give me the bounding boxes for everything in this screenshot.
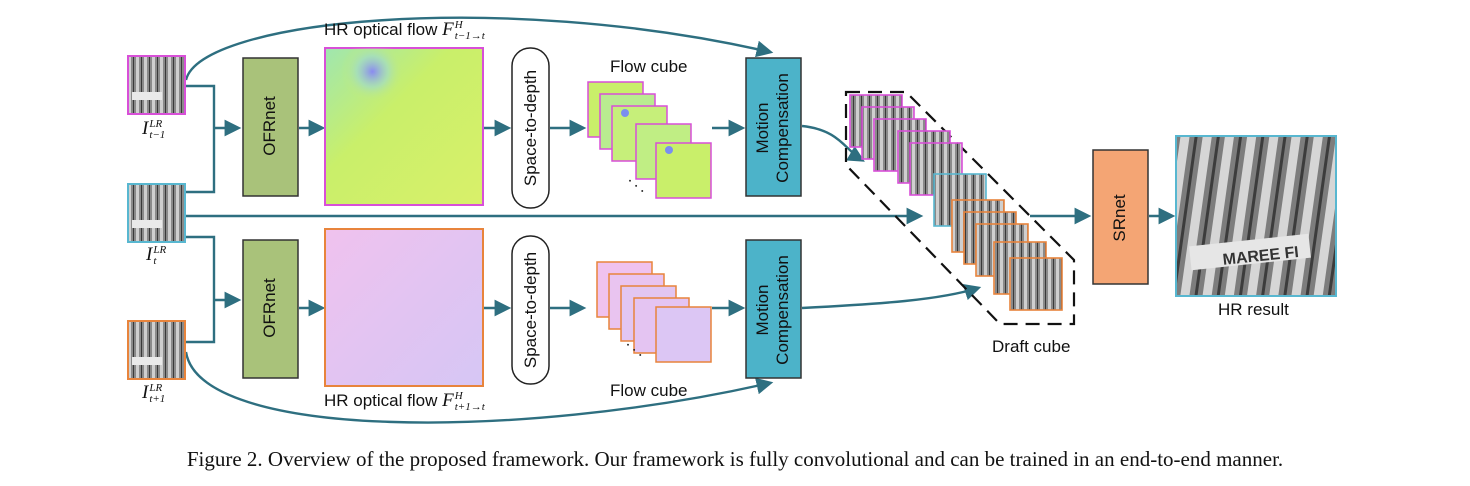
label-ofrnet-bottom: OFRnet — [260, 278, 279, 338]
motion-compensation-bottom — [745, 239, 802, 379]
hr-flow-image-top — [324, 47, 484, 206]
ofrnet-block-bottom — [242, 239, 299, 379]
label-srnet: SRnet — [1110, 194, 1129, 242]
label-hr-result: HR result — [1218, 300, 1289, 319]
label-draft-cube: Draft cube — [992, 337, 1071, 356]
space-to-depth-top — [511, 47, 550, 209]
skip-arrow-next — [184, 351, 774, 424]
label-flow-cube-bottom: Flow cube — [610, 381, 688, 400]
label-flow-cube-top: Flow cube — [610, 57, 688, 76]
input-frame-next — [127, 320, 186, 380]
figure-caption: Figure 2. Overview of the proposed frame… — [186, 447, 1284, 471]
label-space-to-depth-bottom: Space-to-depth — [521, 251, 540, 369]
ofrnet-block-top — [242, 57, 299, 197]
label-ofrnet-top: OFRnet — [260, 96, 279, 156]
input-frame-prev — [127, 55, 186, 115]
srnet-block — [1092, 149, 1149, 285]
flow-cube-bottom: . . . — [596, 261, 712, 363]
space-to-depth-bottom — [511, 235, 550, 385]
label-space-to-depth-top: Space-to-depth — [521, 69, 540, 187]
connector-top — [186, 84, 242, 344]
skip-arrow-prev — [184, 16, 774, 81]
hr-flow-image-bottom — [324, 228, 484, 387]
input-frame-cur — [127, 183, 186, 243]
draft-cube — [844, 90, 1076, 326]
motion-compensation-top — [745, 57, 802, 197]
flow-cube-top: . . . — [587, 81, 712, 199]
hr-result-image: MAREE FI — [1175, 135, 1337, 297]
